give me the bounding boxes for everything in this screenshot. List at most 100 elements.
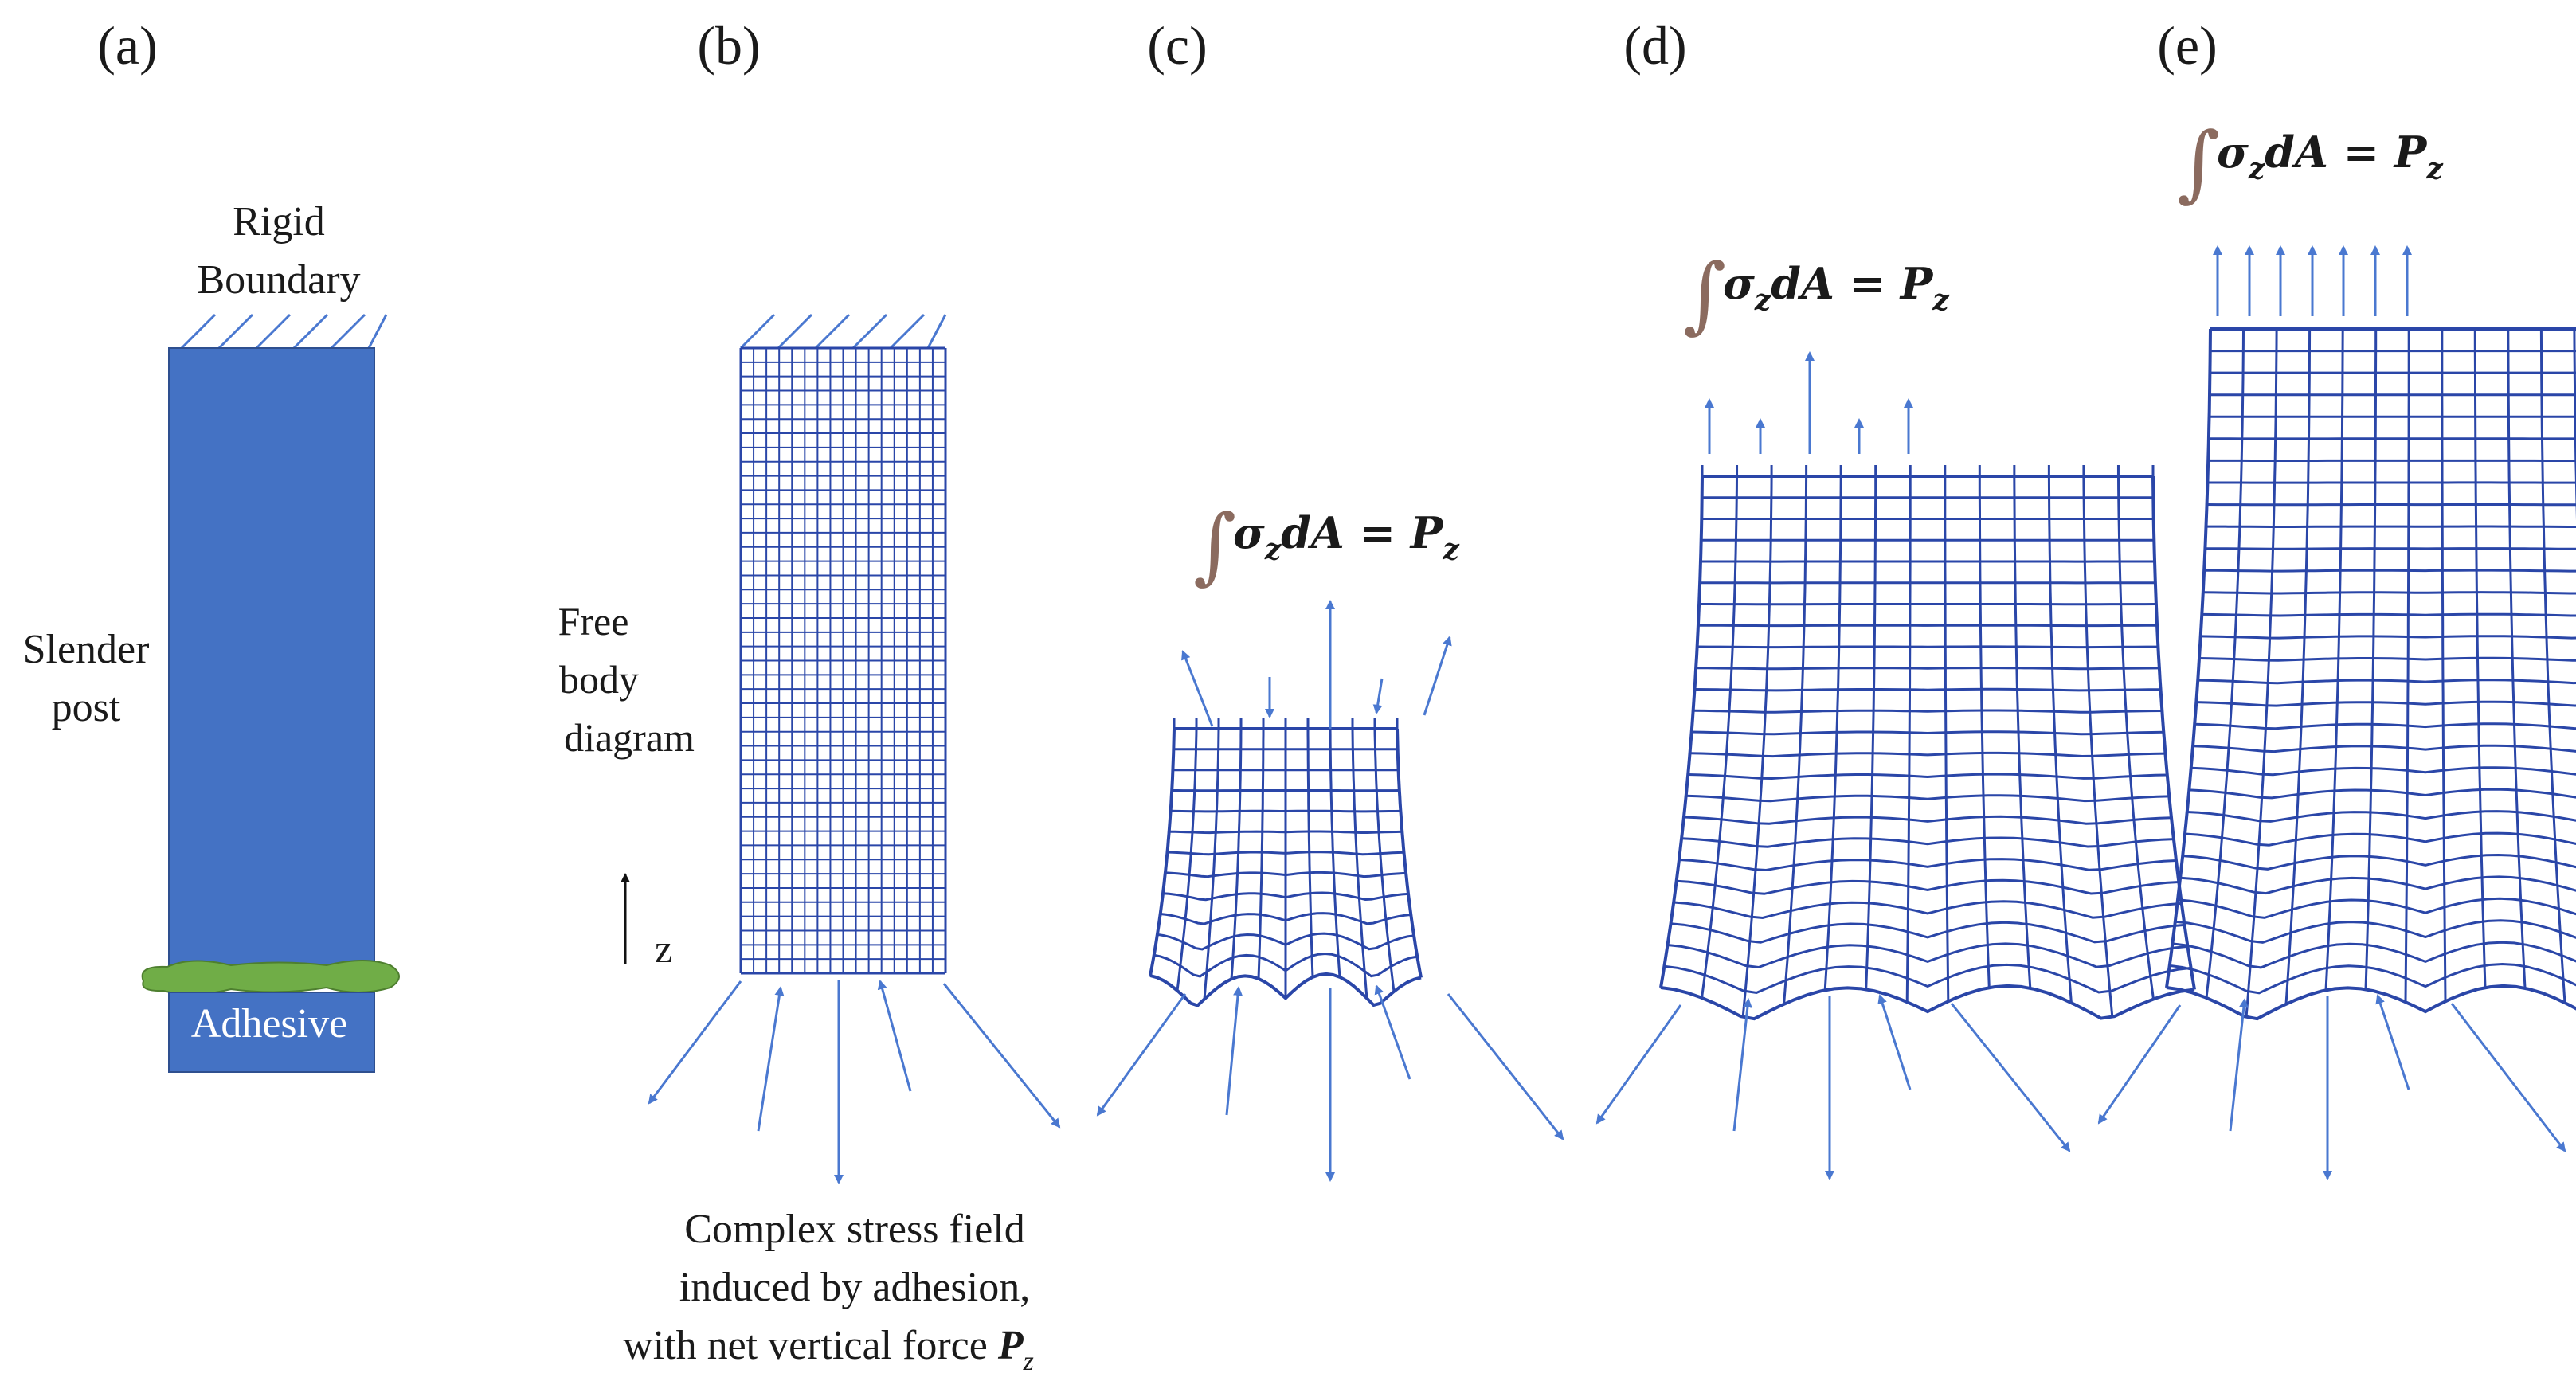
mesh-line-horizontal <box>1170 809 1401 813</box>
mesh-line-horizontal <box>2175 919 2576 944</box>
stress-arrow <box>1950 1003 2071 1152</box>
mesh-line-horizontal <box>1689 751 2166 758</box>
stress-arrow <box>942 983 1061 1129</box>
mesh-line-horizontal <box>2205 547 2576 550</box>
mesh-line-vertical <box>2284 328 2312 1004</box>
mesh-line-vertical <box>1783 475 1808 1004</box>
panel-e: ∫ σzdA = Pz <box>2097 114 2576 1180</box>
caption-line3: with net vertical force Pz <box>623 1323 1034 1376</box>
stress-arrow <box>1732 998 1752 1132</box>
mesh-line-horizontal <box>2196 700 2576 707</box>
stress-arrow <box>2229 998 2249 1132</box>
mesh-line-horizontal <box>2202 612 2576 617</box>
stress-arrow <box>1096 993 1187 1117</box>
rigid-boundary-label-line2: Boundary <box>197 257 360 303</box>
stress-arrow <box>1181 650 1214 727</box>
mesh-line-horizontal <box>1670 921 2185 944</box>
fbd-label-line3: diagram <box>564 715 695 760</box>
stress-arrows-d <box>1595 351 2071 1180</box>
p-c: P <box>1409 507 1444 558</box>
mesh-line-vertical <box>2047 475 2073 1004</box>
slender-post-label-line1: Slender <box>23 627 150 672</box>
mesh-line-horizontal <box>1688 773 2167 781</box>
caption-force-symbol: P <box>997 1323 1024 1368</box>
mesh-line-horizontal <box>1153 952 1418 978</box>
mesh-line-horizontal <box>2198 679 2576 685</box>
mesh-line-vertical <box>1944 476 1950 1002</box>
mesh-grid-d <box>1659 465 2196 1021</box>
mesh-line-horizontal <box>2166 984 2576 1021</box>
mesh-line-horizontal <box>2192 744 2576 753</box>
mesh-line-horizontal <box>1696 667 2159 671</box>
stress-arrows-e <box>2097 245 2566 1180</box>
mesh-line-horizontal <box>1160 912 1411 925</box>
rigid-boundary-hatch-a <box>180 313 388 350</box>
mesh-grid-b <box>739 346 947 975</box>
mesh-line-horizontal <box>1674 900 2182 920</box>
mesh-line-vertical <box>1701 475 1738 999</box>
mesh-line-horizontal <box>1691 730 2164 736</box>
mesh-line-horizontal <box>2206 525 2576 528</box>
da-d: dA = <box>1771 258 1901 309</box>
panel-label-e: (e) <box>2157 15 2217 76</box>
adhesive-layer <box>141 960 400 996</box>
stress-arrows-b <box>648 980 1061 1184</box>
mesh-line-horizontal <box>1169 830 1403 835</box>
panel-a: Rigid Boundary Adhesive Slender post <box>23 199 400 1073</box>
mesh-line-horizontal <box>2189 788 2576 800</box>
integral-sign-c: ∫ <box>1193 496 1236 593</box>
stress-arrow <box>648 980 742 1105</box>
slender-post <box>168 347 375 972</box>
p-sub-d: z <box>1932 284 1950 317</box>
stress-arrows-c <box>1096 600 1564 1182</box>
panel-label-b: (b) <box>697 15 760 76</box>
sigma-sub-e: z <box>2248 152 2266 186</box>
panel-label-c: (c) <box>1147 15 1207 76</box>
panel-label-a: (a) <box>97 15 157 76</box>
stress-arrow <box>877 980 912 1092</box>
da-c: dA = <box>1281 507 1411 558</box>
stress-arrow <box>2450 1003 2566 1152</box>
mesh-line-horizontal <box>1676 878 2179 895</box>
mesh-line-vertical <box>1176 728 1198 991</box>
caption-line3-text: with net vertical force <box>623 1323 998 1368</box>
sigma-sub-c: z <box>1264 533 1282 566</box>
mesh-line-horizontal <box>1697 645 2159 649</box>
mesh-line-vertical <box>2082 475 2114 1018</box>
mesh-line-horizontal <box>1167 851 1404 856</box>
panel-label-d: (d) <box>1623 15 1686 76</box>
stress-arrow <box>2375 994 2410 1090</box>
mesh-line-vertical <box>2205 328 2245 999</box>
mesh-line-vertical <box>1257 729 1265 979</box>
sigma-sub-d: z <box>1754 284 1772 317</box>
sigma-d: σ <box>1723 258 1755 309</box>
rigid-boundary-hatch-b <box>739 313 947 350</box>
mesh-line-horizontal <box>1162 891 1409 902</box>
mesh-line-horizontal <box>2169 962 2576 995</box>
mesh-line-horizontal <box>2180 875 2576 895</box>
stress-arrow <box>1877 994 1912 1090</box>
slender-post-label-line2: post <box>52 685 121 730</box>
stress-arrow <box>1595 1004 1682 1125</box>
mesh-line-horizontal <box>2183 853 2576 871</box>
mesh-line-horizontal <box>1685 794 2170 803</box>
mesh-line-horizontal <box>1693 709 2163 714</box>
equation-text-e: σzdA = Pz <box>2217 127 2444 186</box>
mesh-line-horizontal <box>1149 972 1422 1007</box>
sigma-c: σ <box>1233 507 1265 558</box>
caption-line1: Complex stress field <box>684 1207 1025 1252</box>
mesh-line-horizontal <box>2177 897 2576 919</box>
equation-text-c: σzdA = Pz <box>1233 507 1460 566</box>
stress-arrow <box>1225 986 1243 1116</box>
rigid-boundary-label-line1: Rigid <box>233 199 325 245</box>
mesh-line-horizontal <box>1678 858 2177 872</box>
mesh-line-horizontal <box>2200 635 2576 640</box>
mesh-line-vertical <box>2404 329 2410 1003</box>
equation-c: ∫ σzdA = Pz <box>1193 496 1460 593</box>
mesh-line-horizontal <box>2198 656 2576 662</box>
panel-d: ∫ σzdA = Pz <box>1595 245 2196 1180</box>
equation-e: ∫ σzdA = Pz <box>2177 114 2444 211</box>
mesh-grid-e <box>2165 327 2576 1021</box>
p-sub-c: z <box>1442 533 1460 566</box>
mesh-line-horizontal <box>1165 871 1407 878</box>
